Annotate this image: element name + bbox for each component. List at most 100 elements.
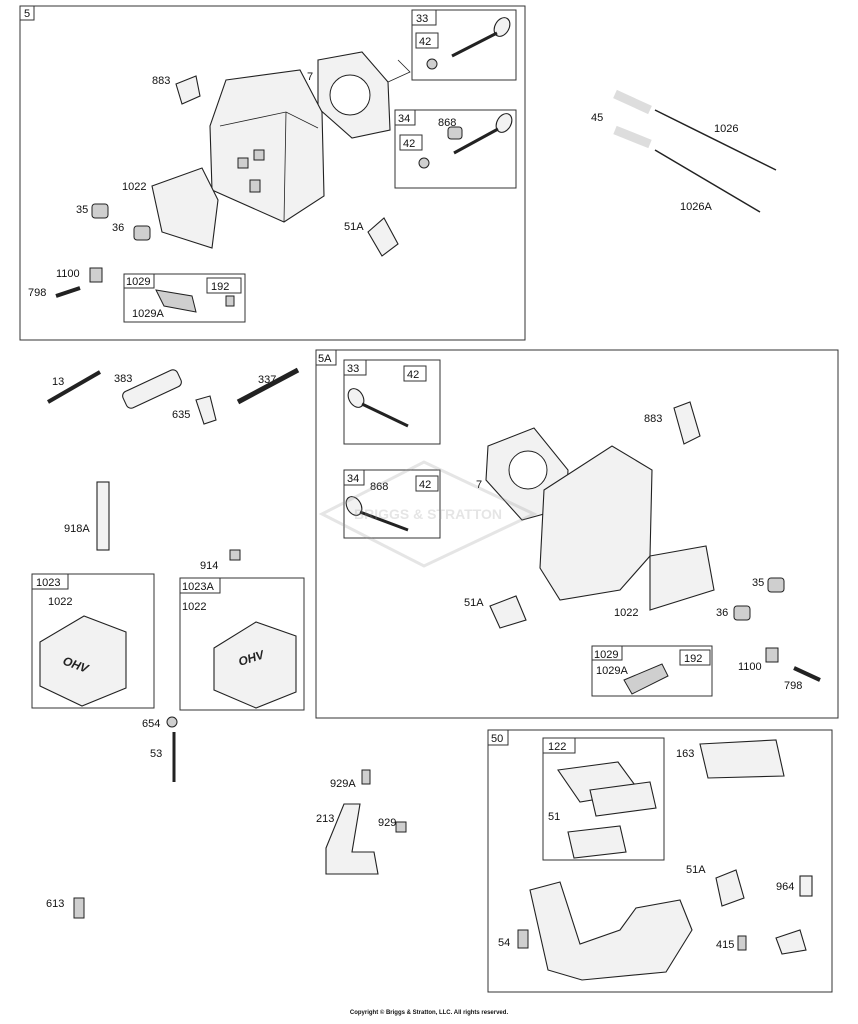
label-13: 13: [52, 376, 64, 388]
screw: [73, 897, 85, 919]
dipstick-tube: [96, 481, 110, 551]
label-918A: 918A: [64, 523, 90, 535]
label-36: 36: [716, 607, 728, 619]
label-1029A: 1029A: [132, 308, 164, 320]
label-42: 42: [419, 479, 431, 491]
label-914: 914: [200, 560, 218, 572]
label-33: 33: [416, 13, 428, 25]
label-868: 868: [438, 117, 456, 129]
valve-keeper: [418, 157, 430, 169]
label-213: 213: [316, 813, 334, 825]
label-51A: 51A: [344, 221, 364, 233]
label-1029A: 1029A: [596, 665, 628, 677]
label-51A: 51A: [464, 597, 484, 609]
label-1029: 1029: [594, 649, 618, 661]
group-50-box: 50 122 51 163 51A 964 54 415: [487, 729, 833, 993]
intake-valve: [453, 113, 513, 155]
label-883: 883: [152, 75, 170, 87]
group-5a-box: 5A 33 42 34 868 42 7 883 51A 1022 35 36 …: [315, 349, 839, 719]
label-1029: 1029: [126, 276, 150, 288]
label-35: 35: [752, 577, 764, 589]
group-5-box: 5 33 42 34 868 42 7 883: [19, 5, 526, 341]
valve-seal: [447, 126, 463, 140]
valve-spring: [91, 203, 109, 219]
label-929A: 929A: [330, 778, 356, 790]
rocker-arm: [155, 289, 197, 313]
label-1100: 1100: [56, 268, 80, 280]
pushrods-group: 45 1026 1026A: [591, 89, 777, 213]
label-964: 964: [776, 881, 794, 893]
cylinder-head: [209, 69, 325, 223]
label-36: 36: [112, 222, 124, 234]
svg-text:BRIGGS & STRATTON: BRIGGS & STRATTON: [354, 506, 502, 522]
intake-gasket: [673, 401, 701, 445]
plug: [799, 875, 813, 897]
label-1023A: 1023A: [182, 581, 214, 593]
loose-parts-left: 13 383 337 635 918A 914 1023 1022 OHV 10…: [31, 367, 305, 919]
screw: [55, 286, 81, 298]
label-34: 34: [347, 473, 359, 485]
breather-plug: [89, 267, 103, 283]
valve-spring: [133, 225, 151, 241]
label-7: 7: [307, 71, 313, 83]
gasket: [567, 825, 627, 859]
label-192: 192: [684, 653, 702, 665]
label-929: 929: [378, 817, 396, 829]
label-868: 868: [370, 481, 388, 493]
gasket: [589, 781, 657, 817]
valve-keeper: [426, 58, 438, 70]
label-883: 883: [644, 413, 662, 425]
label-163: 163: [676, 748, 694, 760]
watermark: BRIGGS & STRATTON: [318, 460, 538, 568]
label-35: 35: [76, 204, 88, 216]
copyright-notice: Copyright © Briggs & Stratton, LLC. All …: [349, 1010, 509, 1016]
bracket: [325, 803, 379, 875]
label-798: 798: [784, 680, 802, 692]
label-1026: 1026: [714, 123, 738, 135]
exhaust-gasket: [715, 869, 745, 907]
exhaust-gasket: [367, 217, 399, 257]
label-42: 42: [419, 36, 431, 48]
rocker-arm: [623, 663, 669, 695]
gasket: [699, 739, 785, 779]
exhaust-valve: [451, 17, 511, 58]
screw: [229, 549, 241, 561]
label-654: 654: [142, 718, 160, 730]
label-45: 45: [591, 112, 603, 124]
cylinder-head: [539, 445, 653, 601]
valve-cover-gasket: [649, 545, 715, 611]
bracket-group: 929A 213 929: [316, 769, 407, 875]
valve-cover-gasket: [151, 167, 219, 249]
intake-gasket: [175, 75, 201, 105]
label-54: 54: [498, 937, 510, 949]
valve-cover: [39, 615, 127, 707]
label-635: 635: [172, 409, 190, 421]
rocker-nut: [225, 295, 235, 307]
label-1022: 1022: [182, 601, 206, 613]
label-1026A: 1026A: [680, 201, 712, 213]
group-50-label: 50: [491, 733, 503, 745]
label-7: 7: [476, 479, 482, 491]
group-5-label: 5: [24, 8, 30, 20]
exhaust-manifold: [529, 881, 693, 981]
label-613: 613: [46, 898, 64, 910]
label-53: 53: [150, 748, 162, 760]
label-1022: 1022: [122, 181, 146, 193]
label-33: 33: [347, 363, 359, 375]
label-383: 383: [114, 373, 132, 385]
label-1022: 1022: [614, 607, 638, 619]
label-51: 51: [548, 811, 560, 823]
group-5a-label: 5A: [318, 353, 332, 365]
label-192: 192: [211, 281, 229, 293]
label-122: 122: [548, 741, 566, 753]
exhaust-gasket: [489, 595, 527, 629]
elbow-fitting: [775, 929, 807, 955]
label-42: 42: [407, 369, 419, 381]
label-34: 34: [398, 113, 410, 125]
label-51A: 51A: [686, 864, 706, 876]
label-1023: 1023: [36, 577, 60, 589]
label-798: 798: [28, 287, 46, 299]
label-1022: 1022: [48, 596, 72, 608]
screw: [517, 929, 529, 949]
